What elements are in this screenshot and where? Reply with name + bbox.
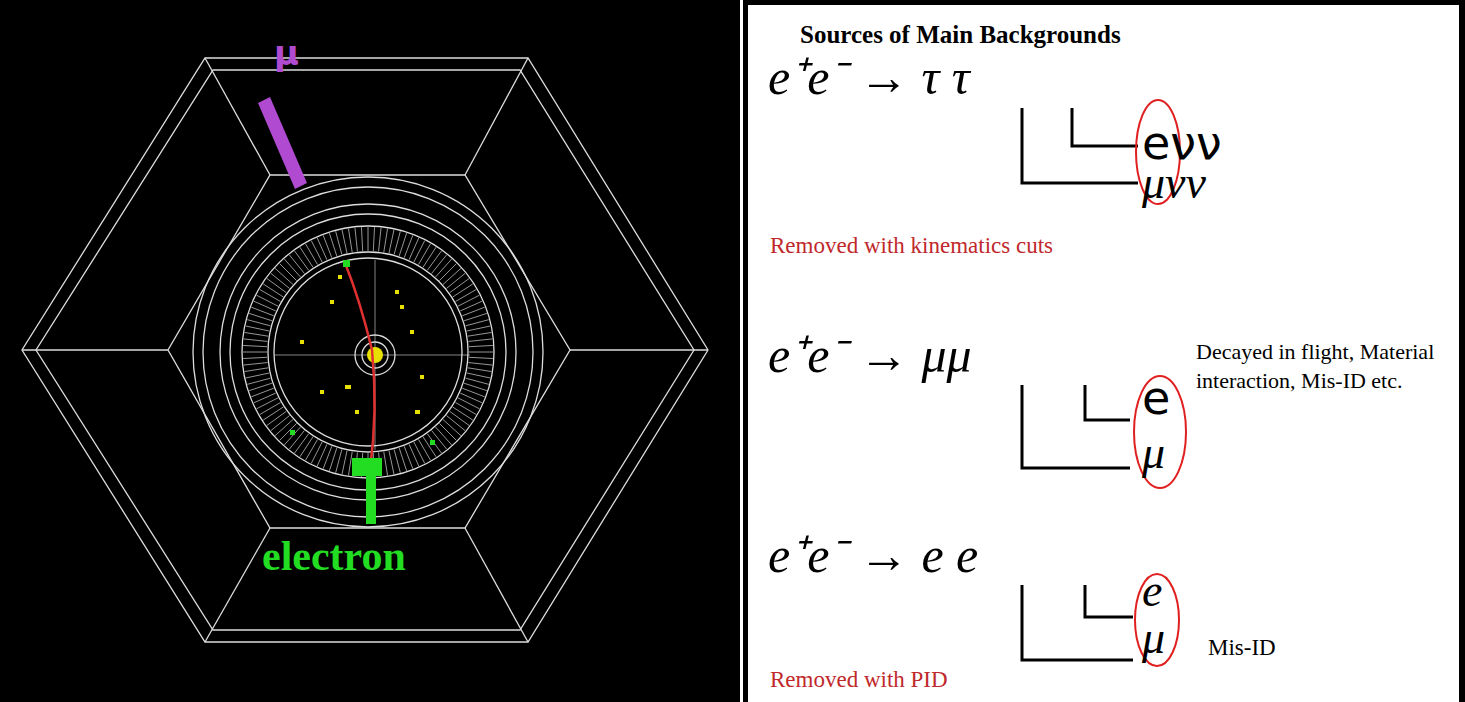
detector-outline	[22, 58, 708, 642]
decay-product: μ	[1142, 430, 1165, 476]
title: Sources of Main Backgrounds	[800, 22, 1121, 47]
divider	[743, 0, 748, 702]
decay-product: μ	[1142, 615, 1165, 661]
calorimeter-hatching	[243, 227, 493, 477]
note: Removed with kinematics cuts	[770, 234, 1053, 257]
note: Decayed in flight, Material interaction,…	[1196, 338, 1436, 395]
decay-product: e	[1142, 375, 1170, 421]
hits	[300, 275, 424, 414]
black-panel	[0, 0, 740, 702]
note: Mis-ID	[1208, 636, 1276, 659]
frame-top	[748, 0, 1465, 5]
decay-product: μνν	[1142, 160, 1206, 206]
process-formula: e⁺e⁻ → μμ	[768, 330, 972, 380]
track	[345, 263, 375, 470]
decay-product: e	[1142, 568, 1162, 614]
decay-brackets	[1022, 108, 1138, 660]
particle-label: μ	[274, 36, 299, 70]
process-formula: e⁺e⁻ → e e	[768, 530, 978, 580]
note: Removed with PID	[770, 668, 948, 691]
process-formula: e⁺e⁻ → τ τ	[768, 52, 970, 102]
muon-hit	[258, 97, 307, 189]
frame-right	[1459, 0, 1465, 702]
electron-shower	[290, 260, 435, 524]
particle-label: electron	[262, 535, 406, 577]
